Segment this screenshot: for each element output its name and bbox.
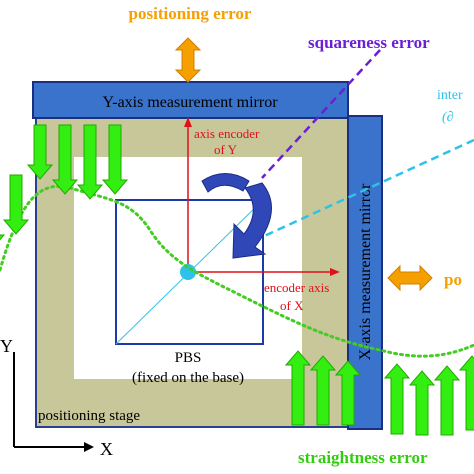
positioning-stage-label: positioning stage	[38, 408, 140, 424]
x-encoder-label-1: encoder axis	[264, 280, 329, 295]
rotation-arrow-tail	[201, 173, 250, 193]
interferometer-label-2: (∂	[442, 110, 454, 125]
interferometer-label: inter	[437, 88, 463, 103]
y-axis-mirror	[32, 81, 349, 119]
pbs-center-point	[180, 264, 196, 280]
straightness-error-label: straightness error	[298, 448, 428, 467]
positioning-arrow-top	[174, 37, 202, 83]
coord-x-label: X	[100, 439, 113, 459]
positioning-arrow-right	[387, 264, 433, 292]
coord-x-arrowhead	[84, 442, 94, 452]
positioning-error-top-label: positioning error	[129, 4, 252, 23]
squareness-error-label: squareness error	[308, 33, 430, 52]
green-arrows-bottom	[284, 350, 474, 436]
rotation-arrow	[232, 182, 272, 259]
y-mirror-label: Y-axis measurement mirror	[102, 94, 278, 111]
x-encoder-label-2: of X	[280, 298, 304, 313]
pbs-subtitle: (fixed on the base)	[132, 370, 244, 386]
positioning-error-right-label: po	[444, 270, 462, 289]
pbs-title: PBS	[175, 350, 202, 366]
x-encoder-arrowhead	[330, 268, 340, 276]
straightness-curve	[0, 184, 474, 358]
squareness-error-line	[261, 49, 381, 179]
y-encoder-label-2: of Y	[214, 142, 238, 157]
x-mirror-label: X-axis measurement mirror	[357, 183, 374, 361]
green-arrows-top	[0, 124, 129, 241]
coord-y-label: Y	[0, 336, 13, 356]
y-encoder-label-1: axis encoder	[194, 126, 260, 141]
y-encoder-arrowhead	[184, 117, 192, 127]
